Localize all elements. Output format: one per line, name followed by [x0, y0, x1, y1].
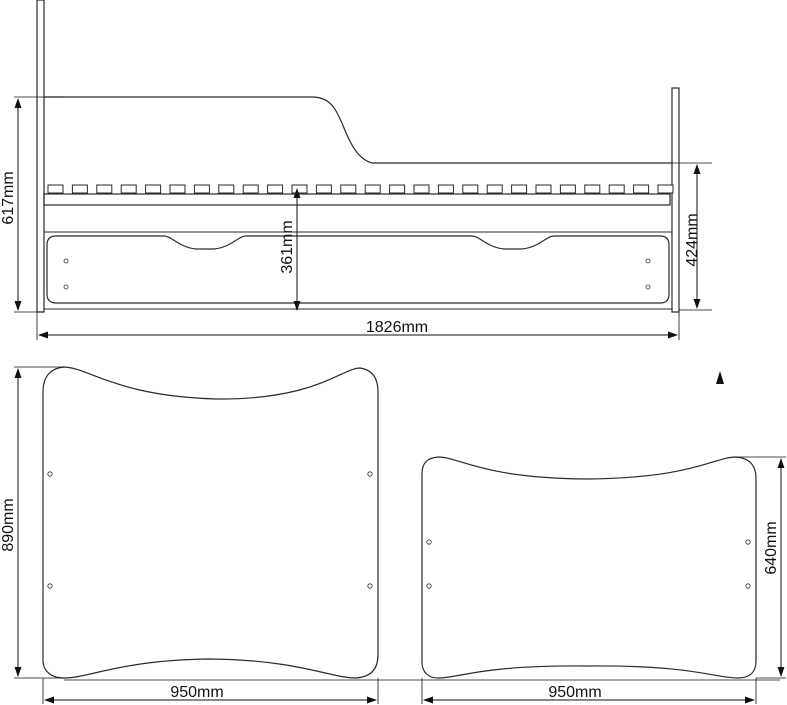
- foot-panel-screw-hole: [745, 583, 751, 589]
- slat: [315, 184, 332, 194]
- footboard-height-label: 424mm: [684, 213, 701, 266]
- dimension-drawer-height: 361mm: [279, 188, 301, 311]
- slat: [218, 184, 235, 194]
- slat: [193, 184, 210, 194]
- head-panel: [42, 366, 379, 679]
- foot-panel-screw-hole: [426, 539, 432, 545]
- dimension-bed-length: 1826mm: [36, 312, 680, 340]
- head-panel-screw-hole: [367, 471, 373, 477]
- slat-rail: [43, 193, 671, 206]
- slat: [559, 184, 576, 194]
- slat: [657, 184, 674, 194]
- slat: [145, 184, 162, 194]
- slat: [437, 184, 454, 194]
- drawer-panel: [46, 235, 670, 304]
- slat-group: [47, 184, 674, 194]
- head-panel-width-label: 950mm: [170, 684, 223, 701]
- drawer-screw-hole: [63, 258, 69, 264]
- head-panel-screw-hole: [47, 583, 53, 589]
- foot-panel-outline: [421, 456, 757, 679]
- slat: [47, 184, 64, 194]
- top-rail-profile: [44, 96, 672, 164]
- drawer-screw-hole: [645, 258, 651, 264]
- foot-panel-screw-hole: [745, 539, 751, 545]
- slat: [535, 184, 552, 194]
- bed-length-label: 1826mm: [366, 319, 428, 336]
- slat: [608, 184, 625, 194]
- drawer-screw-hole: [645, 284, 651, 290]
- slat: [169, 184, 186, 194]
- foot-panel: [421, 456, 757, 679]
- head-panel-screw-hole: [47, 471, 53, 477]
- north-marker-icon: [716, 371, 724, 384]
- head-panel-height-label: 890mm: [0, 498, 17, 551]
- dimension-footboard-height: 424mm: [672, 162, 712, 311]
- dimension-head-panel-width: 950mm: [42, 678, 379, 704]
- drawer-height-label: 361mm: [279, 220, 296, 273]
- bed-side-view: [36, 0, 680, 313]
- dimension-foot-panel-height: 640mm: [736, 456, 786, 679]
- headboard-height-label: 617mm: [0, 171, 17, 224]
- slat: [413, 184, 430, 194]
- slat: [511, 184, 528, 194]
- slat: [291, 184, 308, 194]
- foot-panel-width-label: 950mm: [548, 684, 601, 701]
- slat: [633, 184, 650, 194]
- foot-panel-height-label: 640mm: [763, 521, 780, 574]
- drawer-screw-hole: [63, 284, 69, 290]
- foot-panel-screw-hole: [426, 583, 432, 589]
- head-post: [36, 0, 45, 313]
- head-panel-screw-hole: [367, 583, 373, 589]
- foot-post: [671, 87, 680, 313]
- slat: [267, 184, 284, 194]
- slat: [584, 184, 601, 194]
- slat: [71, 184, 88, 194]
- slat: [462, 184, 479, 194]
- slat: [340, 184, 357, 194]
- dimension-foot-panel-width: 950mm: [421, 678, 757, 704]
- slat: [120, 184, 137, 194]
- slat: [389, 184, 406, 194]
- dimension-head-panel-height: 890mm: [0, 366, 64, 679]
- slat: [364, 184, 381, 194]
- dimension-headboard-height: 617mm: [0, 96, 64, 313]
- slat: [486, 184, 503, 194]
- slat: [96, 184, 113, 194]
- slat: [242, 184, 259, 194]
- head-panel-outline: [42, 366, 379, 679]
